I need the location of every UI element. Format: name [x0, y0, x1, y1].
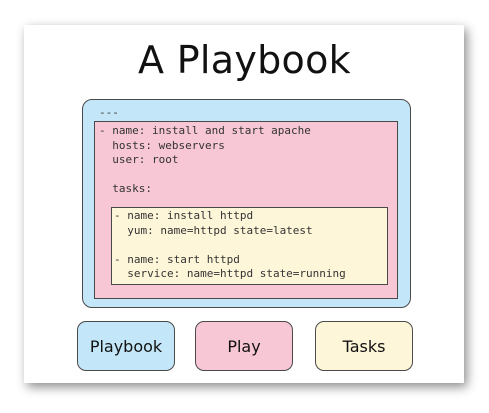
- play-code: - name: install and start apache hosts: …: [99, 124, 311, 195]
- tasks-container: [111, 207, 388, 285]
- legend-play: Play: [195, 321, 293, 371]
- yaml-document-start: ---: [99, 106, 119, 119]
- legend-tasks: Tasks: [315, 321, 413, 371]
- slide-title: A Playbook: [138, 38, 351, 82]
- tasks-code: - name: install httpd yum: name=httpd st…: [114, 209, 346, 280]
- legend-playbook: Playbook: [77, 321, 175, 371]
